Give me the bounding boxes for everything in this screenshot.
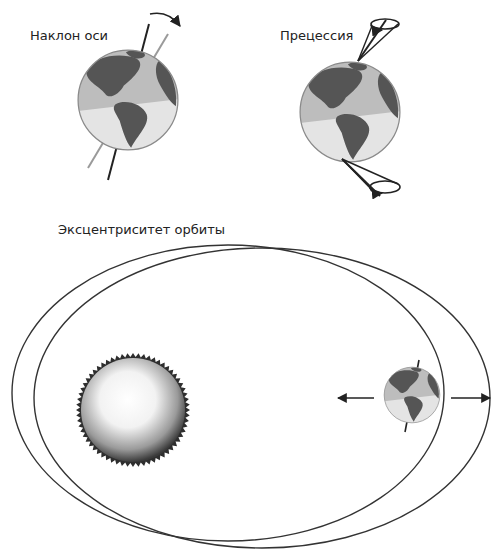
sun-rim xyxy=(76,353,190,467)
precession-circle xyxy=(371,19,399,29)
earth-axis xyxy=(358,20,386,61)
figure-label: Эксцентриситет орбиты xyxy=(58,222,225,238)
sun-disc xyxy=(81,358,185,462)
precession-circle xyxy=(370,181,400,193)
earth-globe xyxy=(66,38,191,150)
direction-arrow xyxy=(338,397,374,398)
orbit-ellipse xyxy=(12,245,444,541)
precession-cone xyxy=(342,159,398,184)
precession-arrow xyxy=(370,188,382,193)
earth-globe xyxy=(288,50,413,162)
figure-label: Прецессия xyxy=(280,28,353,44)
direction-arrow xyxy=(451,397,490,398)
earth-globe xyxy=(377,360,447,423)
tilt-arrow xyxy=(150,13,180,26)
precession-arrow xyxy=(371,25,382,30)
figure-label: Наклон оси xyxy=(30,28,108,44)
sun xyxy=(76,353,190,467)
precession-cone xyxy=(358,24,398,61)
orbit-ellipse xyxy=(34,248,490,548)
